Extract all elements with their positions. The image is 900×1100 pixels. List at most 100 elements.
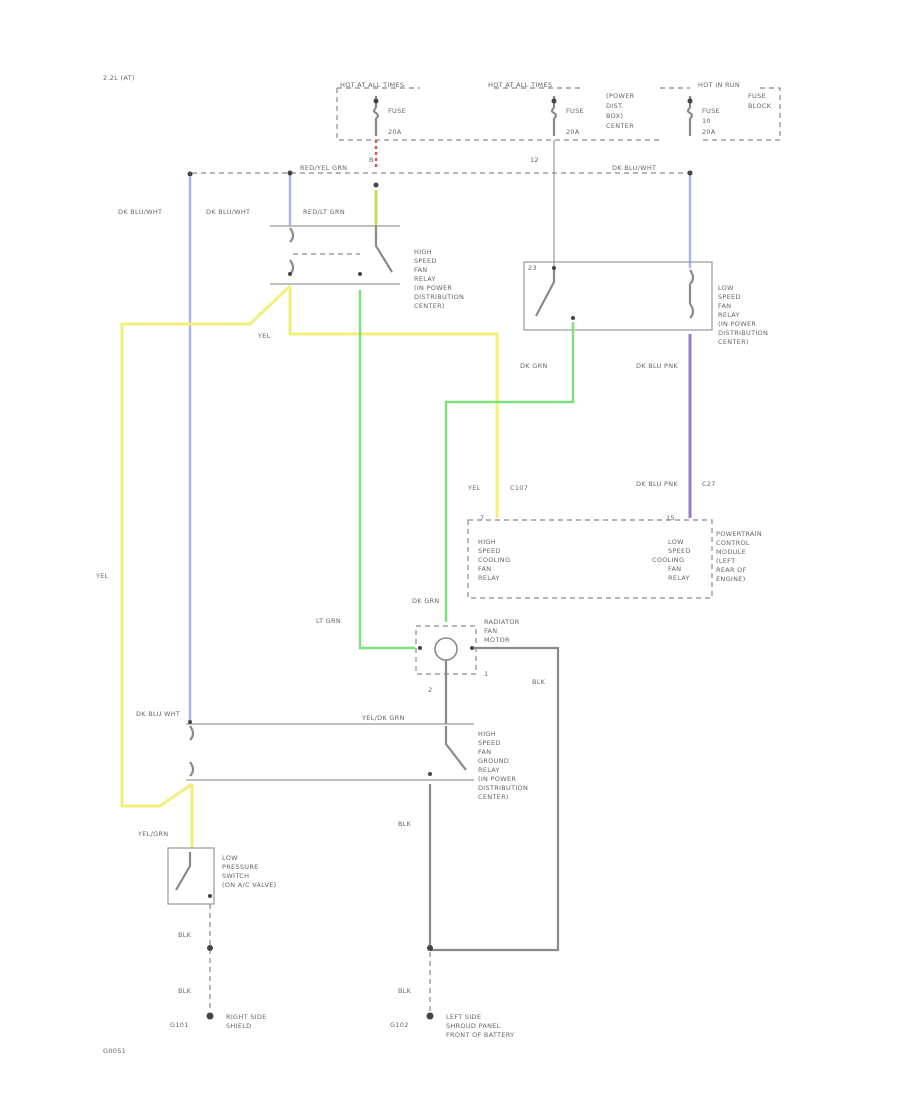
ground-g101-id: G101 [170, 1021, 189, 1029]
fuse-right-dot [687, 98, 693, 104]
fuse-right-loc-0: FUSE [748, 92, 766, 100]
relay-high-label-1: SPEED [414, 257, 437, 265]
wire-yellow-to-pcm [288, 286, 499, 518]
relay-ground-switch [444, 726, 467, 771]
fan-motor-symbol [434, 637, 458, 661]
label-blk-2: BLK [398, 820, 412, 828]
low-pressure-switch-box [167, 847, 215, 905]
relay-high-switch [374, 226, 393, 273]
node-left-fuse-out [373, 182, 379, 188]
relay-ground-label-4: RELAY [478, 766, 500, 774]
label-blk-5: BLK [178, 987, 192, 995]
relay-ground-contact [428, 772, 432, 776]
label-pin-12: 12 [530, 156, 539, 164]
figure-id: G0051 [103, 1047, 126, 1055]
fuse-middle-loc-2: BOX) [606, 112, 623, 120]
relay-low-label-6: CENTER) [718, 338, 749, 346]
wire-lt-grn [358, 290, 415, 650]
label-red-lt-grn: RED/LT GRN [303, 208, 345, 216]
relay-ground-label-0: HIGH [478, 730, 496, 738]
label-yel-1: YEL [257, 332, 271, 340]
label-lt-grn: LT GRN [316, 617, 341, 625]
ground-g102-desc-2: FRONT OF BATTERY [446, 1031, 514, 1039]
label-pin-2: 2 [428, 686, 432, 694]
label-blk-3: BLK [398, 987, 412, 995]
pcm-right-4: RELAY [668, 574, 690, 582]
label-pin-b-left: B [369, 156, 374, 164]
label-dk-blu-pnk-2: DK BLU PNK [636, 480, 678, 488]
label-pin-15: 15 [666, 514, 675, 522]
label-dk-grn-2: DK GRN [412, 597, 440, 605]
relay-low-label-1: SPEED [718, 293, 741, 301]
label-pin-1: 1 [484, 670, 488, 678]
pcm-right-1: SPEED [668, 547, 691, 555]
label-dk-grn-1: DK GRN [520, 362, 548, 370]
relay-ground-label-5: (IN POWER [478, 775, 516, 783]
relay-high-label-0: HIGH [414, 248, 432, 256]
label-blk-4: BLK [178, 931, 192, 939]
pcm-box [467, 519, 713, 599]
pcm-label-4: REAR OF [716, 566, 747, 574]
label-pin-23: 23 [528, 264, 537, 272]
pcm-left-3: FAN [478, 565, 491, 573]
low-pressure-switch-contact [208, 894, 212, 898]
fan-motor-label-1: FAN [484, 627, 497, 635]
label-c107: C107 [510, 484, 528, 492]
pcm-label-1: CONTROL [716, 539, 750, 547]
label-yel-grn-switch: YEL/GRN [137, 830, 168, 838]
fan-motor-label-0: RADIATOR [484, 618, 520, 626]
pcm-left-2: COOLING [478, 556, 510, 564]
relay-low-switch [535, 268, 556, 317]
relay-low-label-0: LOW [718, 284, 734, 292]
fuse-middle-fuse: FUSE [566, 107, 584, 115]
fuse-middle-loc-3: CENTER [606, 122, 634, 130]
fuse-block-middle-title: HOT AT ALL TIMES [488, 81, 552, 89]
system-label: 2.2L (AT) [103, 74, 135, 82]
label-dk-blu-pnk-1: DK BLU PNK [636, 362, 678, 370]
wire-yellow-left-loop [120, 284, 292, 808]
fuse-middle-amp: 20A [566, 128, 580, 136]
lps-label-0: LOW [222, 854, 238, 862]
fuse-middle-wave [550, 107, 558, 119]
lps-label-1: PRESSURE [222, 863, 259, 871]
node-ground-splice [427, 945, 433, 951]
relay-high-label-5: DISTRIBUTION [414, 293, 464, 301]
fuse-block-right-title: HOT IN RUN [698, 81, 740, 89]
pcm-label-0: POWERTRAIN [716, 530, 762, 538]
node-right-top [687, 170, 693, 176]
relay-low-label-4: (IN POWER [718, 320, 756, 328]
pcm-label-5: ENGINE) [716, 575, 746, 583]
fuse-middle-dot [551, 98, 557, 104]
node-relay-feed [287, 170, 293, 176]
relay-ground-label-1: SPEED [478, 739, 501, 747]
ground-g102-desc-1: SHROUD PANEL [446, 1022, 501, 1030]
pcm-label-3: (LEFT [716, 557, 735, 565]
relay-ground-contact-2 [188, 720, 192, 724]
relay-ground-label-2: FAN [478, 748, 491, 756]
ground-g102-id: G102 [390, 1021, 409, 1029]
relay-low-label-5: DISTRIBUTION [718, 329, 768, 337]
fuse-middle-loc-1: DIST. [606, 102, 624, 110]
ground-g101-desc-1: SHIELD [226, 1022, 251, 1030]
relay-low-coil [688, 269, 695, 319]
fuse-right-num: 10 [702, 117, 711, 125]
pcm-left-1: SPEED [478, 547, 501, 555]
fuse-left-dot [373, 98, 379, 104]
label-yel-3: YEL [467, 484, 481, 492]
fuse-left-amp: 20A [388, 128, 402, 136]
relay-ground-label-7: CENTER) [478, 793, 509, 801]
lps-label-3: (ON A/C VALVE) [222, 881, 277, 889]
relay-low-label-2: FAN [718, 302, 731, 310]
fan-motor-box [415, 625, 477, 675]
pcm-right-2: COOLING [652, 556, 684, 564]
ground-g101-dot [206, 1012, 214, 1020]
label-dk-blu-wht-lower: DK BLU WHT [136, 710, 180, 718]
relay-ground-coil [189, 725, 195, 777]
wire-dk-grn [444, 322, 575, 622]
fan-motor-label-2: MOTOR [484, 636, 510, 644]
pcm-right-3: FAN [668, 565, 681, 573]
ground-g102-dot [426, 1012, 434, 1020]
relay-low-contact [571, 316, 575, 320]
label-pin-7: 7 [480, 514, 484, 522]
